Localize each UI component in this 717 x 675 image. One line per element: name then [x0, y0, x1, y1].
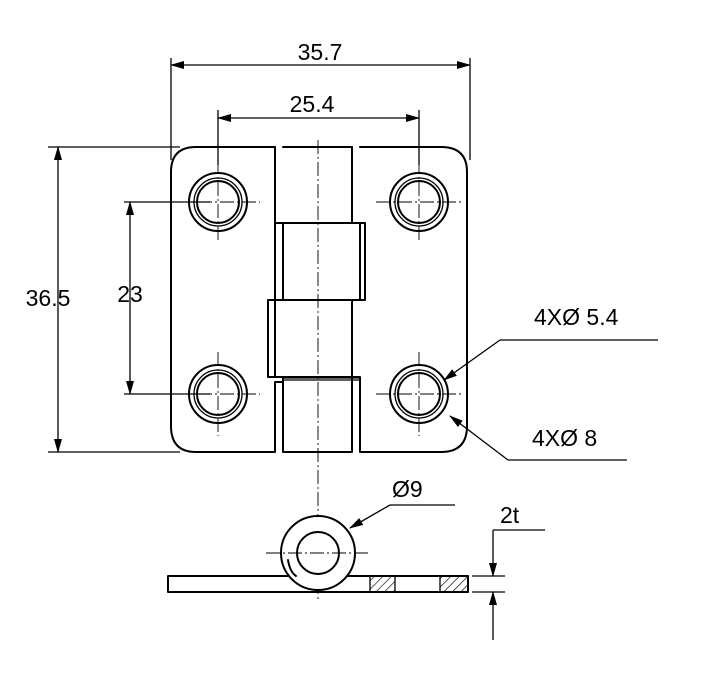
dimension-overall-height: 36.5	[26, 146, 180, 453]
dimension-hole-spacing-y: 23	[117, 201, 210, 395]
dimension-thickness: 2t	[472, 502, 545, 640]
leader-knuckle-diameter: Ø9	[349, 476, 455, 529]
dim-hole-spacing-x-label: 25.4	[290, 91, 335, 117]
leader-hole-diameter: 4XØ 5.4	[443, 304, 658, 381]
dim-knuckle-diameter-label: Ø9	[392, 476, 423, 502]
dim-thickness-label: 2t	[500, 502, 520, 528]
dimension-hole-spacing-x: 25.4	[217, 91, 420, 165]
leader-counterbore-diameter: 4XØ 8	[449, 415, 627, 461]
hinge-plate-front-view	[170, 146, 468, 453]
dim-counterbore-diameter-label: 4XØ 8	[532, 425, 597, 451]
mounting-holes	[188, 172, 449, 424]
dim-overall-height-label: 36.5	[26, 285, 71, 311]
dim-hole-spacing-y-label: 23	[117, 281, 143, 307]
dim-hole-diameter-label: 4XØ 5.4	[534, 304, 619, 330]
hinge-side-view	[167, 515, 469, 593]
dimension-overall-width: 35.7	[170, 39, 471, 160]
dim-overall-width-label: 35.7	[298, 39, 343, 65]
